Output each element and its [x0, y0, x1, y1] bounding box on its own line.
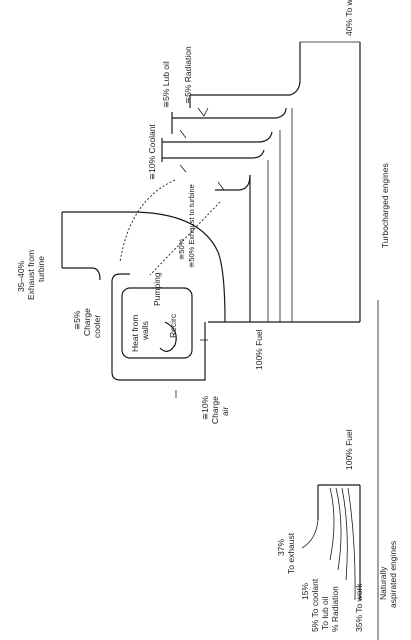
naturally-aspirated-flow: 100% Fuel 37% To exhaust 15% 5% To coola… [276, 429, 398, 632]
na-to-exhaust-label-1: 37% [276, 539, 286, 556]
lub-oil-branch [172, 107, 287, 119]
na-exhaust-outlet [301, 519, 319, 549]
radiation-label: ≅5% Radiation [183, 46, 193, 104]
coolant-branch-1 [162, 131, 273, 143]
to-work-label: 40% To work [344, 0, 354, 36]
exhaust-dashed-link [149, 201, 221, 276]
na-to-work-label: 35% To work [354, 583, 364, 632]
charge-air-label-1: ≅10% [200, 395, 210, 420]
charge-cooler-label-2: Charge [82, 308, 92, 336]
na-fuel-label: 100% Fuel [344, 429, 354, 470]
na-section-label-2: aspirated engines [388, 541, 398, 608]
na-lub-stream [335, 487, 342, 571]
na-to-lub-oil-label: To lub oil [320, 596, 330, 630]
coolant-label: ≅10% Coolant [147, 124, 157, 180]
na-to-coolant-label-2: 5% To coolant [310, 578, 320, 632]
na-radiation-label: % Radiation [330, 586, 340, 632]
cylinder-box [121, 287, 193, 359]
charge-air-loop [111, 282, 206, 381]
na-to-coolant-label-1: 15% [300, 583, 310, 600]
exhaust-from-turbine-label-1: 35–40% [16, 260, 26, 292]
lub-oil-label: ≅5% Lub oil [161, 61, 171, 108]
turbocharged-section-label: Turbocharged engines [380, 163, 390, 248]
exhaust-to-turbine-label: ≅50% Exhaust to turbine [187, 184, 196, 268]
recirc-loop [159, 321, 177, 352]
exhaust-to-turbine-label-1: ≅50% [177, 238, 186, 260]
lub-oil-arrow [179, 129, 187, 139]
coolant-branch-2 [162, 149, 265, 159]
radiation-arrow [197, 107, 209, 117]
coolant-arrow-2 [217, 181, 225, 191]
fuel-label: 100% Fuel [254, 329, 264, 370]
exhaust-from-turbine-label-3: turbine [36, 256, 46, 282]
heat-from-walls-label-2: walls [140, 321, 150, 341]
na-to-exhaust-label-2: To exhaust [286, 532, 296, 574]
radiation-branch [190, 79, 301, 96]
recirc-label: Recirc [168, 313, 178, 338]
na-coolant-stream [329, 487, 335, 561]
na-work-stream [347, 487, 356, 601]
charge-cooler-label-1: ≅5% [72, 310, 82, 330]
charge-air-label-3: air [220, 406, 230, 416]
exhaust-from-turbine-curve [62, 211, 226, 323]
exhaust-curve-inner [215, 174, 251, 191]
charge-air-label-2: Charge [210, 396, 220, 424]
na-section-label-1: Naturally [378, 566, 388, 600]
charge-cooler-label-3: cooler [92, 315, 102, 338]
charge-cooler-inlet [111, 273, 130, 283]
coolant-dashed-link [119, 179, 176, 263]
coolant-arrow [179, 164, 187, 173]
turbocharged-flow: 40% To work ≅5% Radiation ≅5% Lub oil ≅1… [16, 0, 390, 424]
exhaust-outlet-bottom [62, 267, 101, 281]
na-radiation-stream [341, 487, 348, 581]
heat-from-walls-label-1: Heat from [130, 315, 140, 352]
exhaust-from-turbine-label-2: Exhaust from [26, 250, 36, 300]
pumping-label: Pumping [152, 272, 162, 306]
